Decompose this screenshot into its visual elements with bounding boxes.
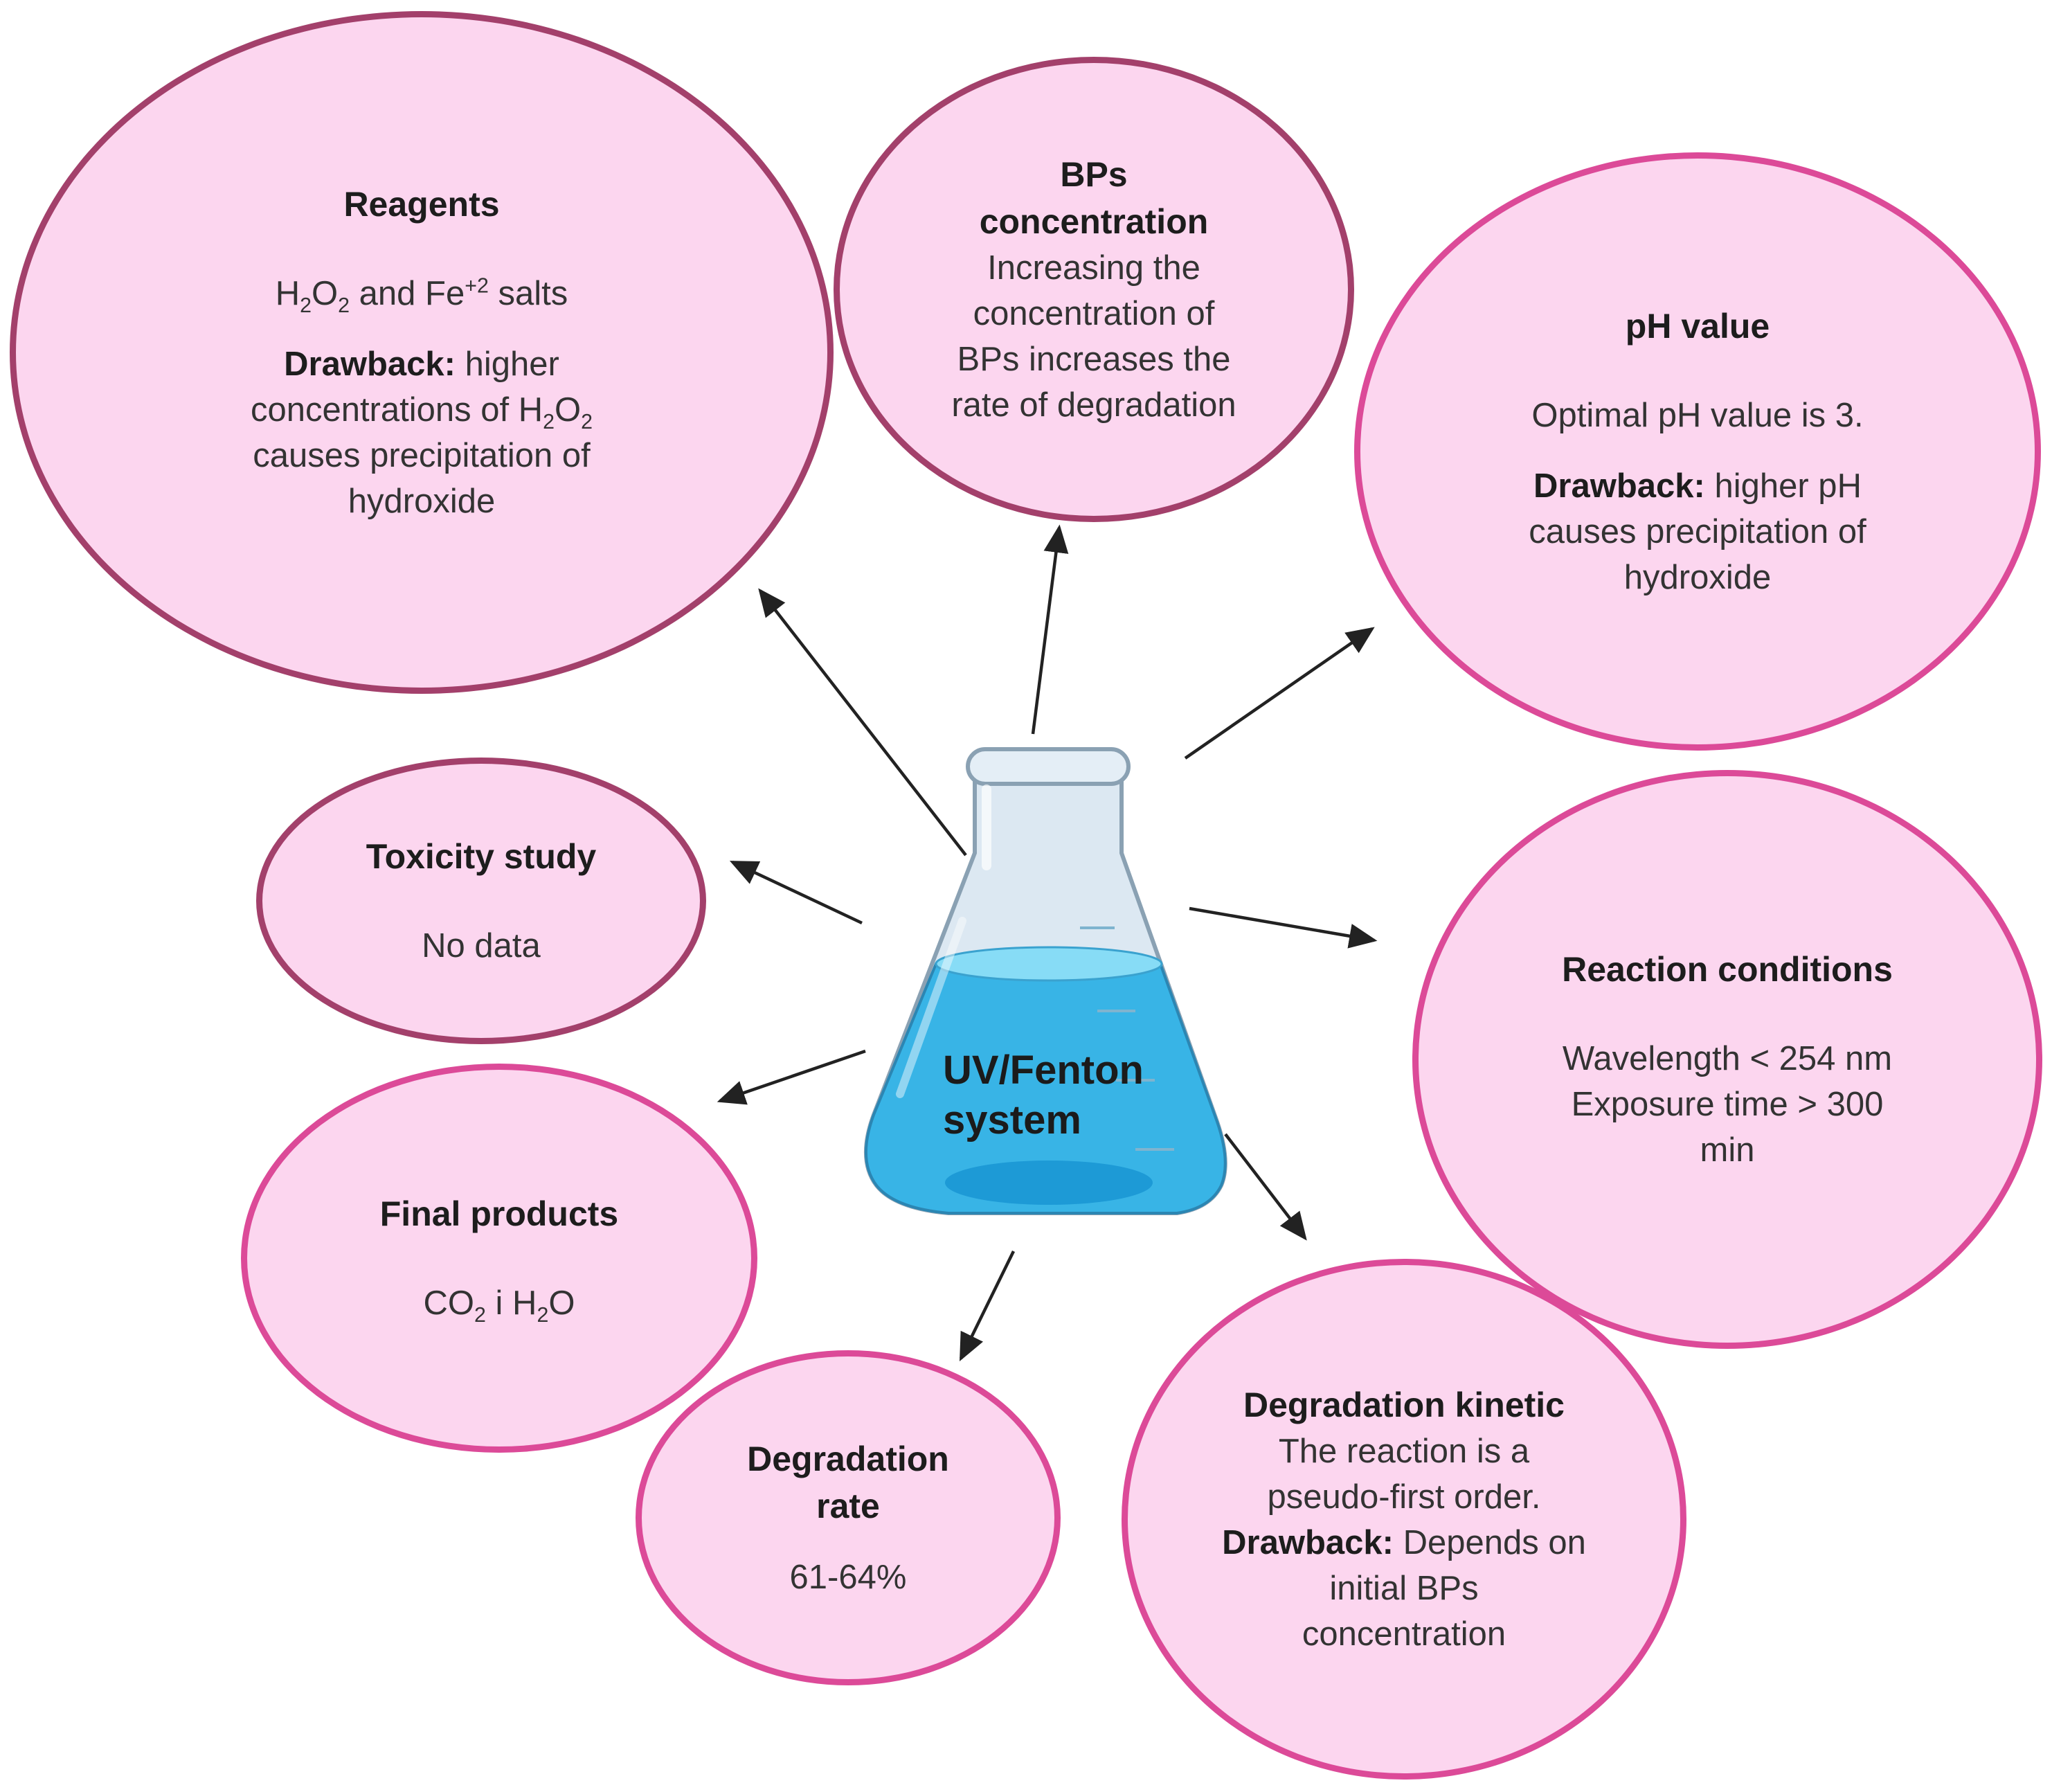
toxicity-study-text: No data (422, 927, 541, 965)
toxicity-study-title: Toxicity study (366, 837, 597, 876)
toxicity-study-bubble: Toxicity study No data (256, 758, 706, 1044)
degradation-rate-value: 61-64% (789, 1559, 907, 1596)
degradation-kinetic-bubble: Degradation kinetic The reaction is a ps… (1122, 1259, 1686, 1780)
bps-concentration-text: Increasing the concentration of BPs incr… (951, 249, 1236, 424)
reagents-bubble: Reagents H2O2 and Fe+2 salts Drawback: h… (10, 11, 834, 694)
reagents-drawback: Drawback: higher concentrations of H2O2 … (250, 346, 593, 520)
arrow-to-final-products (717, 1049, 866, 1105)
final-products-bubble: Final products CO2 i H2O (241, 1064, 757, 1453)
flask-label-line1: UV/Fenton (943, 1048, 1144, 1093)
arrow-to-reagents (758, 588, 967, 857)
arrow-to-ph-value (1184, 627, 1375, 760)
reaction-conditions-title: Reaction conditions (1562, 950, 1893, 989)
ph-optimal-text: Optimal pH value is 3. (1531, 397, 1864, 434)
reagents-formula: H2O2 and Fe+2 salts (275, 274, 568, 317)
arrow-to-degradation-kinetic (1224, 1133, 1307, 1241)
degradation-rate-bubble: Degradation rate 61-64% (636, 1350, 1061, 1685)
bps-concentration-title: BPs concentration (979, 155, 1209, 241)
reaction-conditions-bubble: Reaction conditions Wavelength < 254 nm … (1412, 770, 2042, 1349)
degradation-kinetic-text: The reaction is a pseudo-first order. Dr… (1222, 1433, 1586, 1653)
reaction-conditions-text: Wavelength < 254 nm Exposure time > 300 … (1562, 1040, 1893, 1169)
flask-label: UV/Fenton system (943, 1046, 1144, 1145)
bps-concentration-bubble: BPs concentration Increasing the concent… (834, 57, 1354, 522)
degradation-kinetic-title: Degradation kinetic (1243, 1386, 1565, 1424)
arrow-to-toxicity (729, 860, 863, 925)
ph-value-bubble: pH value Optimal pH value is 3. Drawback… (1354, 152, 2041, 751)
reagents-title: Reagents (343, 185, 500, 224)
arrow-to-degradation-rate (959, 1251, 1016, 1362)
final-products-text: CO2 i H2O (423, 1284, 575, 1327)
flask-label-line2: system (943, 1097, 1081, 1143)
ph-drawback: Drawback: higher pH causes precipitation… (1529, 467, 1866, 596)
arrow-to-bps-concentration (1031, 524, 1069, 735)
arrow-to-reaction-conditions (1189, 906, 1378, 949)
ph-value-title: pH value (1625, 307, 1770, 346)
final-products-title: Final products (379, 1194, 619, 1233)
degradation-rate-title: Degradation rate (747, 1440, 949, 1525)
